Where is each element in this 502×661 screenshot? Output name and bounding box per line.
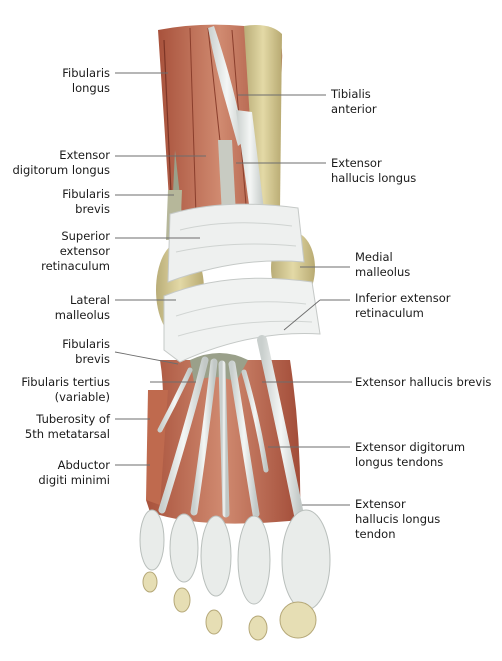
label-fibularis-brevis-upper: Fibularis brevis [62,187,110,216]
label-superior-extensor-retinaculum: Superior extensor retinaculum [41,229,110,273]
label-fibularis-brevis-lower: Fibularis brevis [62,337,110,366]
label-fibularis-longus: Fibularis longus [62,66,110,95]
label-extensor-hallucis-brevis: Extensor hallucis brevis [355,375,492,389]
label-extensor-digitorum-longus: Extensor digitorum longus [12,148,110,177]
extensor-tendons [157,335,305,525]
label-extensor-digitorum-longus-tendons: Extensor digitorum longus tendons [355,440,466,469]
label-extensor-hallucis-longus: Extensor hallucis longus [331,156,417,185]
label-tibialis-anterior: Tibialis anterior [331,87,377,116]
inferior-extensor-retinaculum-band [163,277,321,363]
label-medial-malleolus: Medial malleolus [355,250,411,279]
label-lateral-malleolus: Lateral malleolus [54,293,110,322]
label-inferior-extensor-retinaculum: Inferior extensor retinaculum [355,291,451,320]
label-abductor-digiti-minimi: Abductor digiti minimi [38,458,110,487]
label-fibularis-tertius: Fibularis tertius (variable) [21,375,110,404]
label-tuberosity-5th-metatarsal: Tuberosity of 5th metatarsal [24,412,110,441]
toes [139,509,331,641]
label-extensor-hallucis-longus-tendon: Extensor hallucis longus tendon [355,497,441,541]
leader-lines [114,72,352,506]
